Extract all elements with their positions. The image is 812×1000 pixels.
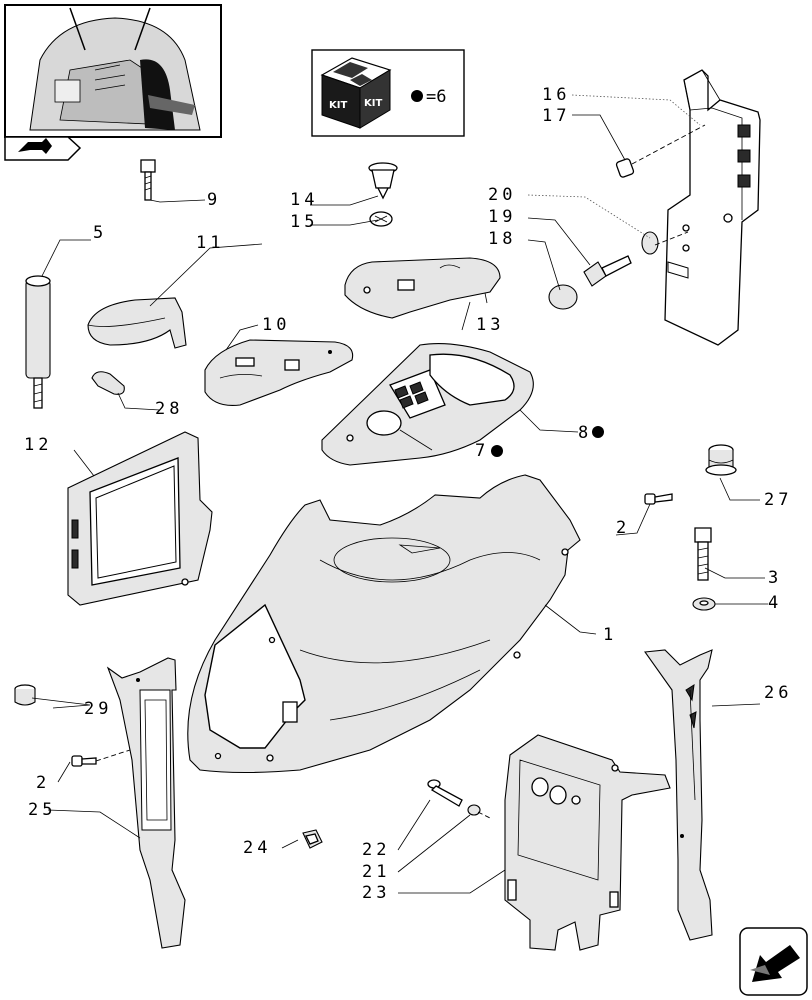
callout-14: 14 — [290, 190, 318, 210]
part-5-standoff — [25, 275, 51, 409]
callout-26: 26 — [764, 683, 792, 703]
part-17-bolt — [615, 124, 706, 178]
kit-icon: KIT KIT — [320, 57, 392, 129]
bullet-icon — [491, 445, 503, 457]
callout-11: 11 — [196, 233, 224, 253]
part-19-bolt — [583, 255, 632, 287]
callout-20: 20 — [488, 185, 516, 205]
part-4-washer — [692, 597, 716, 611]
part-29-cap — [14, 684, 36, 706]
part-23-panel — [504, 734, 671, 951]
callout-29: 29 — [84, 699, 112, 719]
callout-8: 8 — [578, 423, 592, 443]
nav-arrow-icon[interactable] — [4, 136, 82, 161]
locator-thumbnail[interactable] — [4, 4, 222, 138]
callout-5: 5 — [93, 223, 107, 243]
part-13-panel — [344, 257, 501, 319]
callout-22: 22 — [362, 840, 390, 860]
part-24-clip — [302, 829, 323, 849]
part-3-bolt — [694, 527, 712, 581]
callout-labels: 1 2 2 3 4 5 7 8 9 10 11 12 13 14 15 16 1… — [24, 85, 792, 903]
bullet-icon — [411, 90, 423, 102]
part-14-fastener — [368, 162, 398, 200]
bullet-icon — [592, 426, 604, 438]
callout-12: 12 — [24, 435, 52, 455]
callout-19: 19 — [488, 207, 516, 227]
callout-25: 25 — [28, 800, 56, 820]
part-25-pillar-trim — [106, 657, 186, 949]
callout-3: 3 — [768, 568, 782, 588]
callout-10: 10 — [262, 315, 290, 335]
kit-legend-box: KIT KIT =6 — [311, 49, 465, 137]
part-18-cap — [548, 284, 578, 310]
back-arrow-icon[interactable] — [739, 927, 808, 996]
callout-28: 28 — [155, 399, 183, 419]
callout-17: 17 — [542, 106, 570, 126]
part-11-cover — [87, 297, 187, 349]
callout-13: 13 — [476, 315, 504, 335]
part-10-panel — [204, 339, 354, 407]
kit-label-right: KIT — [364, 98, 382, 109]
part-27-grommet — [705, 444, 737, 476]
part-21-washer — [467, 804, 491, 819]
part-20-washer — [641, 231, 689, 255]
callout-4: 4 — [768, 593, 782, 613]
callout-21: 21 — [362, 862, 390, 882]
part-12-frame — [67, 431, 213, 606]
callout-2-right: 2 — [616, 518, 630, 538]
part-22-screw — [427, 779, 463, 807]
callout-2-left: 2 — [36, 773, 50, 793]
part-2-bolt-right — [644, 493, 673, 505]
callout-18: 18 — [488, 229, 516, 249]
callout-15: 15 — [290, 212, 318, 232]
callout-23: 23 — [362, 883, 390, 903]
part-28-plug — [91, 371, 125, 395]
kit-note: =6 — [426, 87, 446, 107]
part-15-washer — [369, 211, 393, 227]
part-26-pillar-trim — [644, 649, 713, 941]
kit-label-left: KIT — [329, 100, 347, 111]
part-16-bracket — [664, 69, 761, 346]
leader-lines — [31, 94, 768, 894]
part-2-bolt-left — [71, 749, 131, 767]
callout-7: 7 — [475, 441, 489, 461]
callout-16: 16 — [542, 85, 570, 105]
callout-24: 24 — [243, 838, 271, 858]
callout-27: 27 — [764, 490, 792, 510]
callout-9: 9 — [207, 190, 221, 210]
part-1-dashboard-cover — [187, 474, 581, 774]
part-8-console — [321, 343, 534, 466]
callout-1: 1 — [603, 625, 617, 645]
part-9-bolt — [140, 159, 156, 201]
